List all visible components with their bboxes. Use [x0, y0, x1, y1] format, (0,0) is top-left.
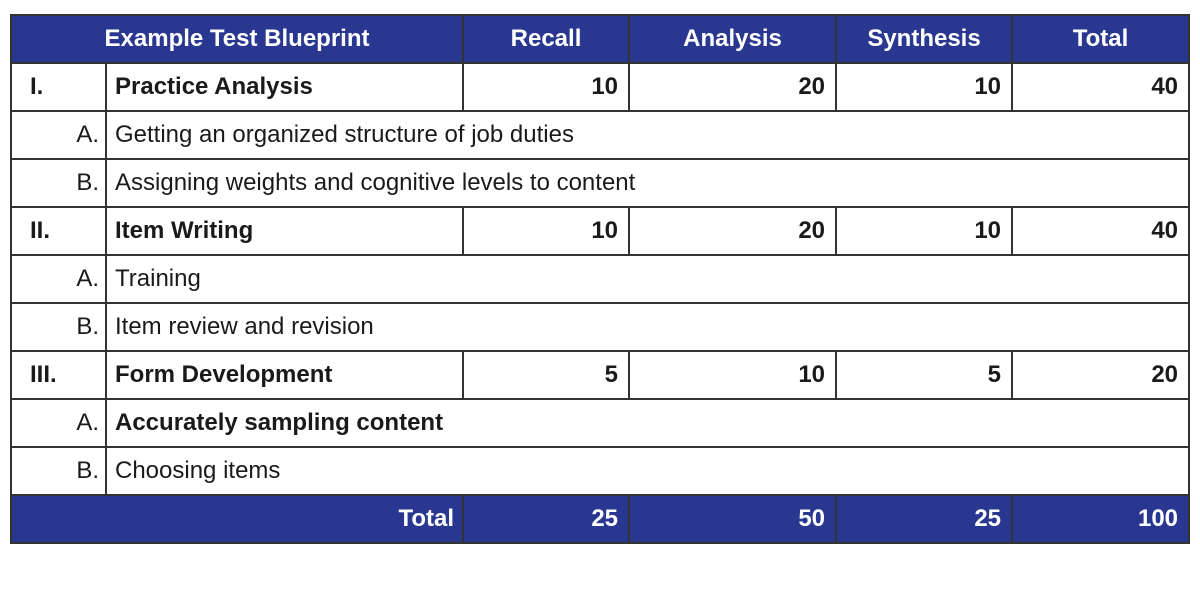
total-analysis: 50: [628, 494, 838, 544]
item-text: Choosing items: [104, 446, 1191, 496]
item-text: Training: [104, 254, 1191, 304]
item-letter: B.: [10, 446, 107, 496]
item-row: A. Getting an organized structure of job…: [10, 110, 1191, 160]
blueprint-table: Example Test Blueprint Recall Analysis S…: [9, 14, 1191, 544]
item-text: Item review and revision: [104, 302, 1191, 352]
total-recall: 25: [462, 494, 631, 544]
item-row: A. Accurately sampling content: [10, 398, 1191, 448]
section-total: 20: [1011, 350, 1191, 400]
section-recall: 10: [462, 206, 631, 256]
total-label: Total: [9, 494, 465, 544]
section-numeral: I.: [10, 62, 107, 112]
section-title: Form Development: [104, 350, 465, 400]
section-analysis: 20: [628, 62, 838, 112]
section-title: Practice Analysis: [104, 62, 465, 112]
section-total: 40: [1011, 206, 1191, 256]
section-title: Item Writing: [104, 206, 465, 256]
total-synthesis: 25: [835, 494, 1014, 544]
header-total: Total: [1011, 14, 1191, 64]
section-analysis: 10: [628, 350, 838, 400]
section-recall: 5: [462, 350, 631, 400]
section-row: I. Practice Analysis 10 20 10 40: [10, 62, 1191, 112]
blueprint-table-container: Example Test Blueprint Recall Analysis S…: [9, 14, 1191, 544]
item-row: B. Item review and revision: [10, 302, 1191, 352]
item-text: Assigning weights and cognitive levels t…: [104, 158, 1191, 208]
item-letter: A.: [10, 254, 107, 304]
item-letter: B.: [10, 158, 107, 208]
section-numeral: II.: [10, 206, 107, 256]
section-recall: 10: [462, 62, 631, 112]
section-row: II. Item Writing 10 20 10 40: [10, 206, 1191, 256]
item-letter: B.: [10, 302, 107, 352]
section-synthesis: 10: [835, 206, 1014, 256]
total-total: 100: [1011, 494, 1191, 544]
header-row: Example Test Blueprint Recall Analysis S…: [9, 14, 1191, 64]
section-row: III. Form Development 5 10 5 20: [10, 350, 1191, 400]
section-analysis: 20: [628, 206, 838, 256]
item-letter: A.: [10, 110, 107, 160]
section-numeral: III.: [10, 350, 107, 400]
total-row: Total 25 50 25 100: [9, 494, 1191, 544]
item-text: Accurately sampling content: [104, 398, 1191, 448]
item-row: B. Choosing items: [10, 446, 1191, 496]
section-synthesis: 10: [835, 62, 1014, 112]
header-analysis: Analysis: [628, 14, 838, 64]
item-text: Getting an organized structure of job du…: [104, 110, 1191, 160]
section-synthesis: 5: [835, 350, 1014, 400]
header-recall: Recall: [462, 14, 631, 64]
item-letter: A.: [10, 398, 107, 448]
header-synthesis: Synthesis: [835, 14, 1014, 64]
item-row: A. Training: [10, 254, 1191, 304]
item-row: B. Assigning weights and cognitive level…: [10, 158, 1191, 208]
section-total: 40: [1011, 62, 1191, 112]
header-title: Example Test Blueprint: [9, 14, 465, 64]
